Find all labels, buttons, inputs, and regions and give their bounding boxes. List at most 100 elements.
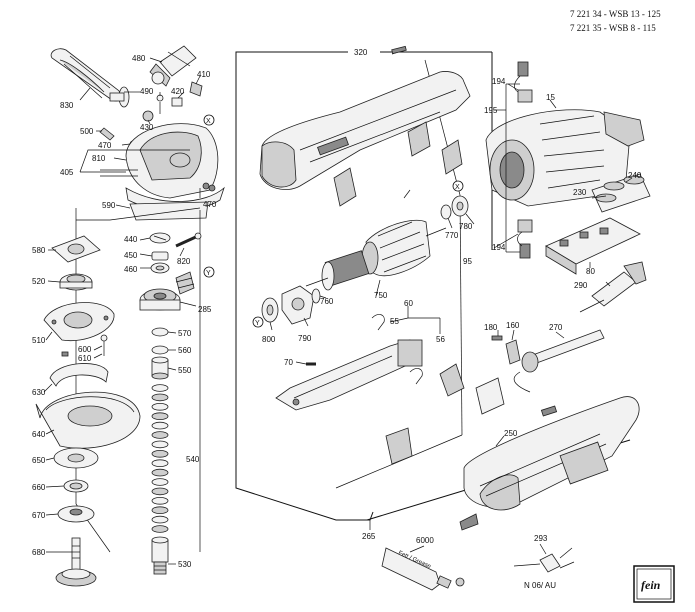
callout-195: 195: [484, 106, 498, 115]
bearing-780: [451, 195, 469, 217]
disc-spring: [151, 384, 169, 392]
switch-actuator: [385, 363, 505, 465]
marker-y-gear: Y: [206, 270, 211, 277]
marker-x-upper: X: [206, 118, 211, 125]
washer-760: [311, 288, 321, 304]
callout-610: 610: [78, 354, 92, 363]
fein-logo: fein: [633, 565, 675, 603]
callout-320: 320: [354, 48, 368, 57]
callout-640: 640: [32, 430, 46, 439]
housing-inserts-right: [407, 121, 463, 175]
brush-holders-194: [514, 61, 533, 259]
marker-x-lower: X: [455, 184, 460, 191]
wheel-guard-640: [35, 391, 141, 449]
disc-spring: [151, 393, 169, 402]
callout-590: 590: [102, 201, 116, 210]
callout-630: 630: [32, 388, 46, 397]
callout-470-upper: 470: [98, 141, 112, 150]
callout-80: 80: [586, 267, 595, 276]
callout-470-lower: 470: [203, 200, 217, 209]
gasket-590: [129, 201, 209, 221]
callout-670: 670: [32, 511, 46, 520]
disc-spring: [151, 478, 169, 486]
circlip-570: [151, 327, 169, 337]
callout-680: 680: [32, 548, 46, 557]
callout-580: 580: [32, 246, 46, 255]
fan-790: [281, 285, 315, 325]
handle-stud: [109, 86, 140, 108]
callout-480: 480: [132, 54, 146, 63]
disc-spring: [151, 487, 169, 496]
callout-293: 293: [534, 534, 548, 543]
ring-460: [150, 262, 170, 274]
gear-head-405: [100, 123, 225, 211]
disc-spring: [151, 515, 169, 524]
callout-6000: 6000: [416, 536, 434, 545]
mains-plug-293: [513, 547, 575, 573]
callout-194-upper: 194: [492, 77, 506, 86]
callout-660: 660: [32, 483, 46, 492]
guard-clamp-630: [49, 363, 109, 387]
callout-820: 820: [177, 257, 191, 266]
model-number-line-1: 7 221 34 - WSB 13 - 125: [570, 9, 661, 19]
callout-230: 230: [573, 188, 587, 197]
disc-spring: [151, 431, 169, 439]
disc-spring: [151, 421, 169, 430]
cable-sleeve-270: [513, 329, 605, 393]
flange-650: [53, 447, 99, 469]
callout-420: 420: [171, 87, 185, 96]
callout-770: 770: [445, 231, 459, 240]
callout-530: 530: [178, 560, 192, 569]
disc-spring: [151, 506, 169, 515]
callout-500: 500: [80, 127, 94, 136]
callout-780: 780: [459, 222, 473, 231]
housing-insert-left: [333, 167, 357, 207]
lock-button-440: [149, 232, 171, 244]
screws-600-610: [61, 334, 108, 357]
suppressor-230-240: [591, 173, 651, 213]
callout-180: 180: [484, 323, 498, 332]
bearing-770: [440, 204, 452, 220]
callout-70: 70: [284, 358, 293, 367]
callout-540: 540: [186, 455, 200, 464]
callout-410: 410: [197, 70, 211, 79]
spindle-680: [55, 537, 97, 587]
clamp-nut-670: [57, 505, 95, 523]
motor-housing-320: [259, 45, 471, 190]
disc-spring: [151, 525, 169, 533]
small-parts-410-420-490: [99, 81, 203, 148]
washer-560: [151, 345, 169, 355]
callout-560: 560: [178, 346, 192, 355]
callout-830: 830: [60, 101, 74, 110]
cable-290: [579, 261, 647, 313]
handle-cover-250: [459, 396, 640, 531]
grease-tube-6000: Fett / Grease: [381, 547, 465, 591]
disc-spring: [151, 449, 169, 458]
callout-250: 250: [504, 429, 518, 438]
callout-460: 460: [124, 265, 138, 274]
disc-spring-stack-540: [151, 384, 169, 533]
callout-800: 800: [262, 335, 276, 344]
disc-spring: [151, 412, 169, 421]
disc-spring: [151, 468, 169, 477]
callout-790: 790: [298, 334, 312, 343]
side-handle-830: [50, 48, 122, 102]
pinion-y: [175, 271, 195, 295]
switch-parts-60: [371, 314, 423, 385]
callout-750: 750: [374, 291, 388, 300]
callout-240: 240: [628, 171, 642, 180]
callout-15: 15: [546, 93, 555, 102]
callout-600: 600: [78, 345, 92, 354]
callout-285: 285: [198, 305, 212, 314]
switch-rod-55-56: [275, 339, 423, 411]
callout-440: 440: [124, 235, 138, 244]
cable-clamp-160-180: [491, 335, 521, 365]
callout-290: 290: [574, 281, 588, 290]
marker-y-bearing: Y: [255, 320, 260, 327]
model-number-line-2: 7 221 35 - WSB 8 - 115: [570, 23, 656, 33]
field-winding-15: [485, 109, 645, 207]
callout-160: 160: [506, 321, 520, 330]
armature-750: [305, 219, 447, 291]
logo-text: fein: [641, 578, 661, 592]
